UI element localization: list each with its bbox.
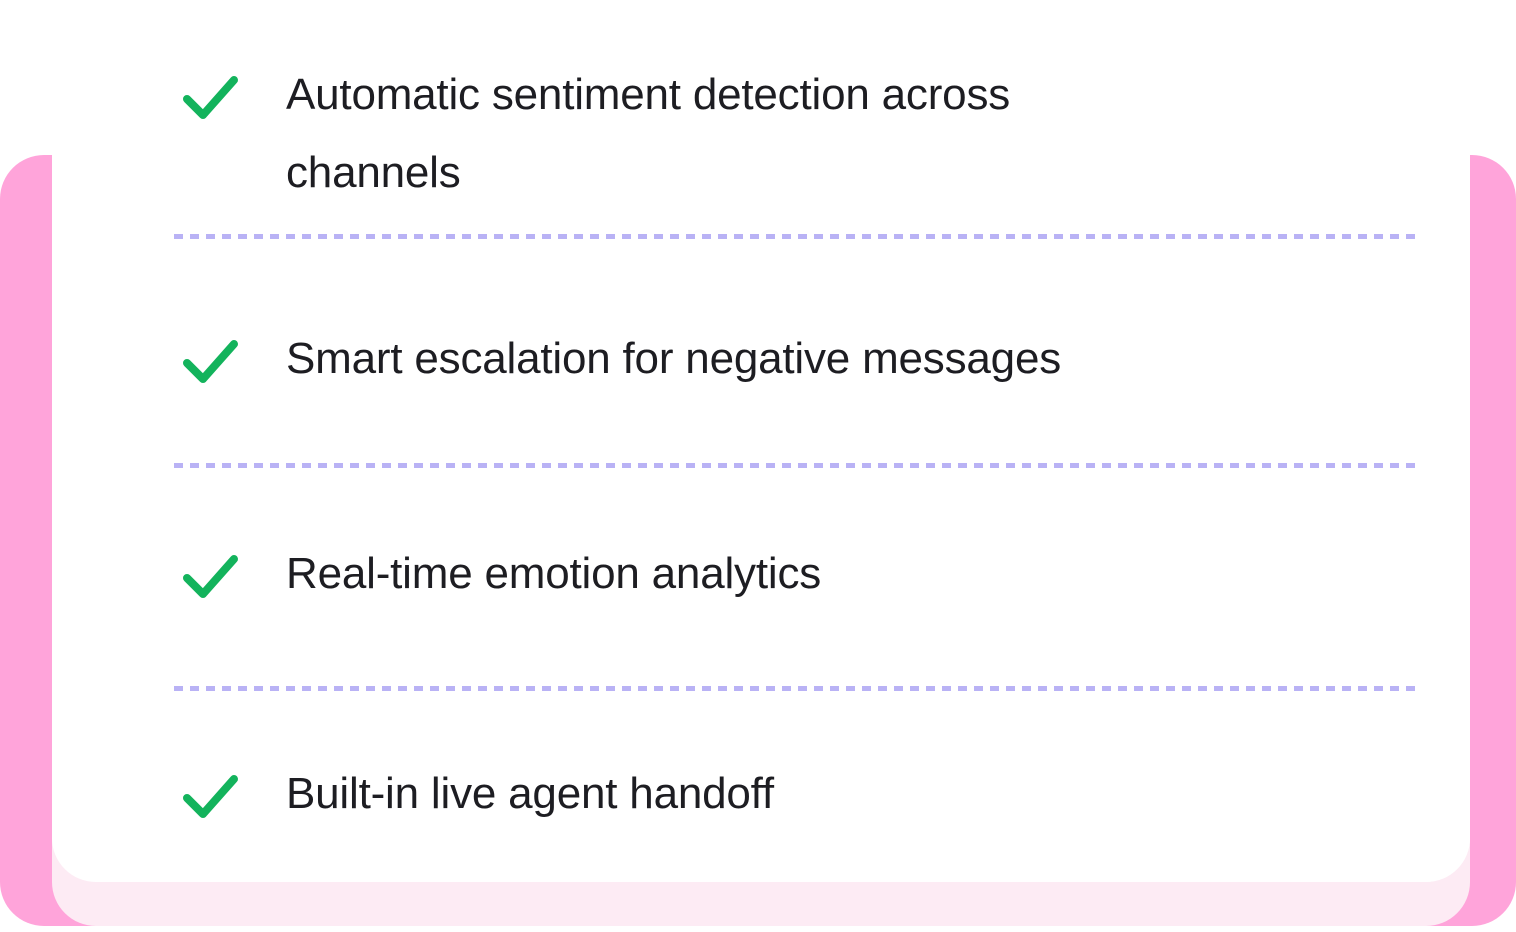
check-icon (174, 761, 246, 833)
list-divider (174, 234, 1416, 239)
list-divider (174, 686, 1416, 691)
feature-checklist-card: Automatic sentiment detection across cha… (117, 0, 1470, 882)
feature-list-item: Automatic sentiment detection across cha… (174, 56, 1470, 206)
feature-label: Automatic sentiment detection across cha… (286, 70, 1011, 197)
feature-label: Real-time emotion analytics (286, 549, 822, 598)
check-icon (174, 62, 246, 134)
feature-list-item: Built-in live agent handoff (174, 755, 1470, 835)
card-content: Automatic sentiment detection across cha… (117, 0, 1470, 882)
check-icon (174, 541, 246, 613)
feature-label: Smart escalation for negative messages (286, 334, 1062, 383)
feature-label: Built-in live agent handoff (286, 769, 774, 818)
check-icon (174, 326, 246, 398)
list-divider (174, 463, 1416, 468)
feature-list-item: Real-time emotion analytics (174, 535, 1470, 615)
feature-list-item: Smart escalation for negative messages (174, 320, 1470, 400)
